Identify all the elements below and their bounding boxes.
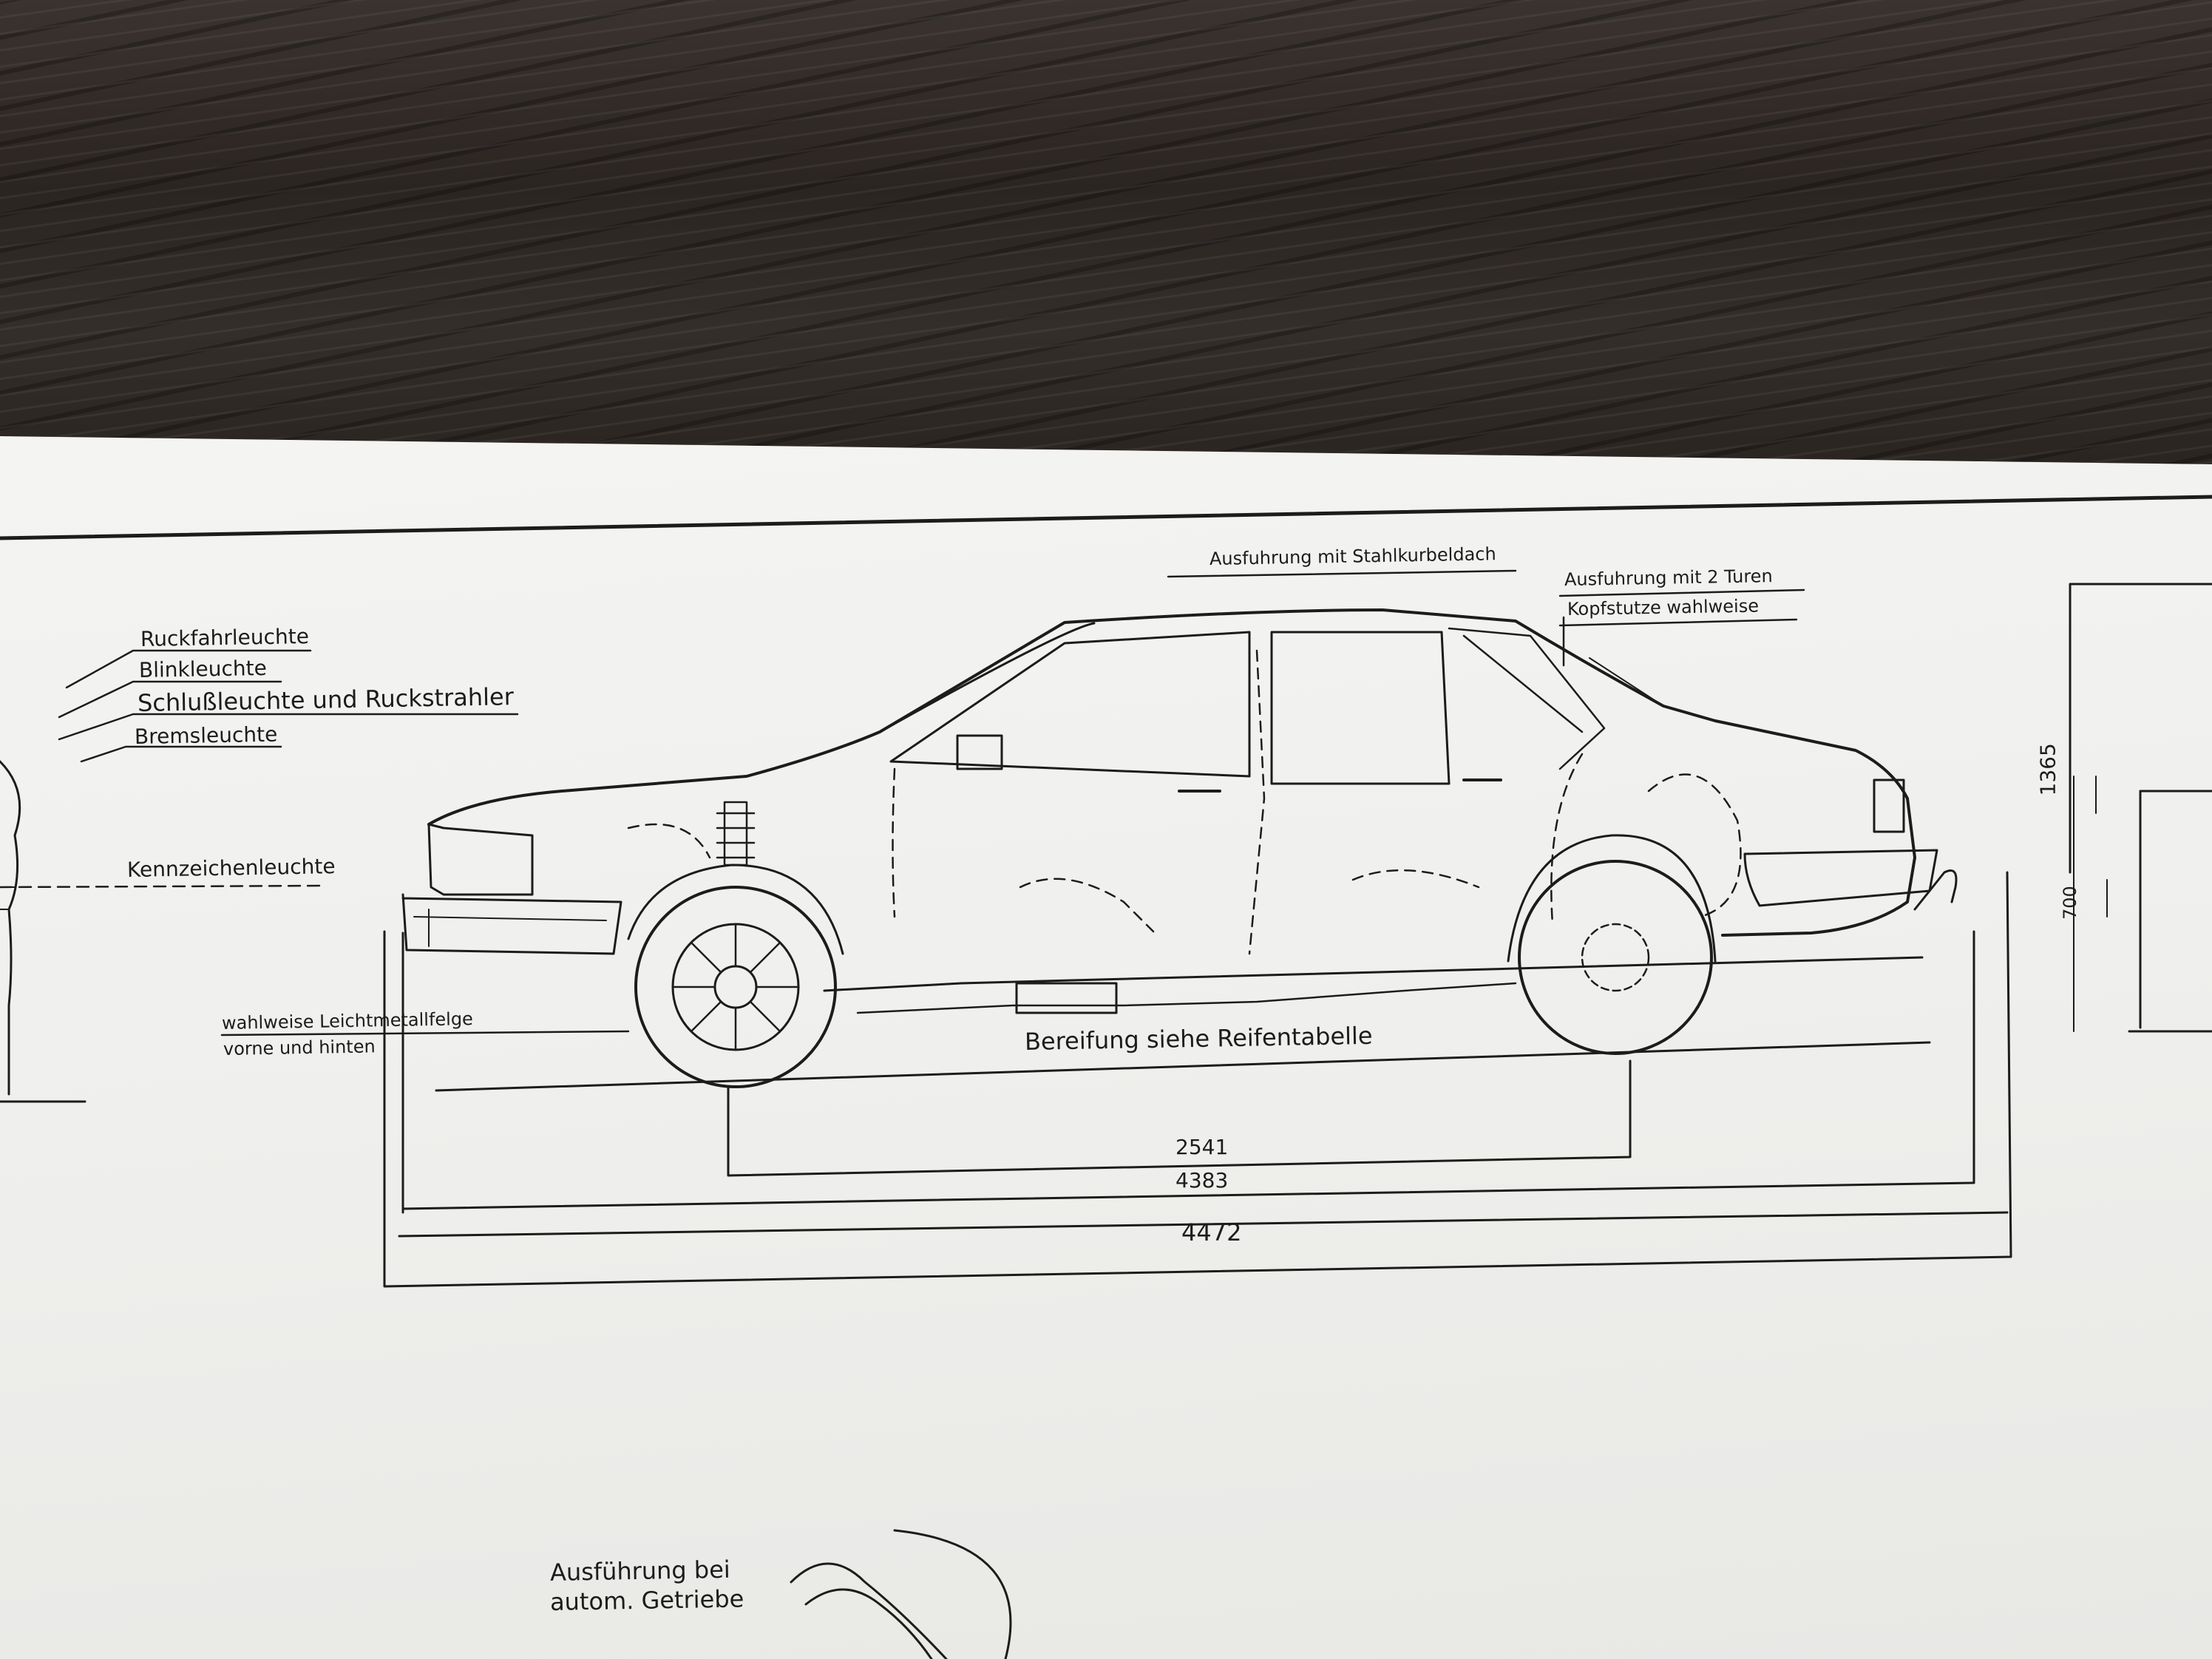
dimension-lines — [383, 871, 2012, 1288]
rear-wheel-arch — [1507, 834, 1717, 963]
frame-top-line — [0, 495, 2212, 540]
label-autom-2: autom. Getriebe — [549, 1584, 744, 1616]
dim-value-4383: 4383 — [1175, 1168, 1229, 1192]
label-zwei-tueren: Ausfuhrung mit 2 Turen — [1564, 566, 1773, 590]
front-view-fragment — [0, 760, 86, 1103]
dim-4383 — [401, 930, 1975, 1214]
front-grille — [427, 823, 534, 896]
label-bremsleuchte: Bremsleuchte — [134, 722, 278, 749]
ground-line — [435, 1041, 1931, 1092]
label-blinkleuchte: Blinkleuchte — [138, 655, 268, 682]
label-autom-1: Ausführung bei — [549, 1555, 731, 1587]
rear-wheel — [1518, 860, 1713, 1055]
dim-value-wheelbase: 2541 — [1175, 1135, 1229, 1159]
side-mirror — [956, 734, 1003, 770]
rear-view-fragment — [2069, 583, 2212, 1033]
rear-light — [1873, 778, 1905, 833]
tow-hook — [1913, 869, 1958, 911]
wooden-table-background — [0, 0, 2212, 473]
dim-value-4472: 4472 — [1181, 1218, 1242, 1246]
dim-wheelbase — [727, 1059, 1632, 1177]
exhaust-muffler — [1015, 982, 1118, 1014]
label-kopfstuetze: Kopfstutze wahlweise — [1567, 595, 1760, 620]
label-leichtmetallfelge-1: wahlweise Leichtmetallfelge — [221, 1008, 474, 1034]
dim-value-height: 1365 — [2035, 743, 2060, 796]
leader-lines — [0, 569, 1805, 1037]
dim-value-rear-height: 700 — [2060, 886, 2080, 920]
dim-height-marks — [2095, 776, 2108, 917]
interior-dashed-lines — [627, 649, 1742, 955]
label-leichtmetallfelge-2: vorne und hinten — [223, 1036, 376, 1059]
auto-gearbox-detail — [790, 1529, 1012, 1659]
front-wheel — [634, 886, 837, 1088]
rear-bumper — [1743, 849, 1938, 907]
label-kennzeichenleuchte: Kennzeichenleuchte — [126, 854, 336, 882]
dim-4472 — [383, 871, 2012, 1288]
front-spring — [716, 801, 756, 866]
car-body-outline — [427, 608, 1916, 937]
label-rueckfahrleuchte: Ruckfahrleuchte — [140, 624, 310, 651]
sill-line — [823, 956, 1924, 992]
